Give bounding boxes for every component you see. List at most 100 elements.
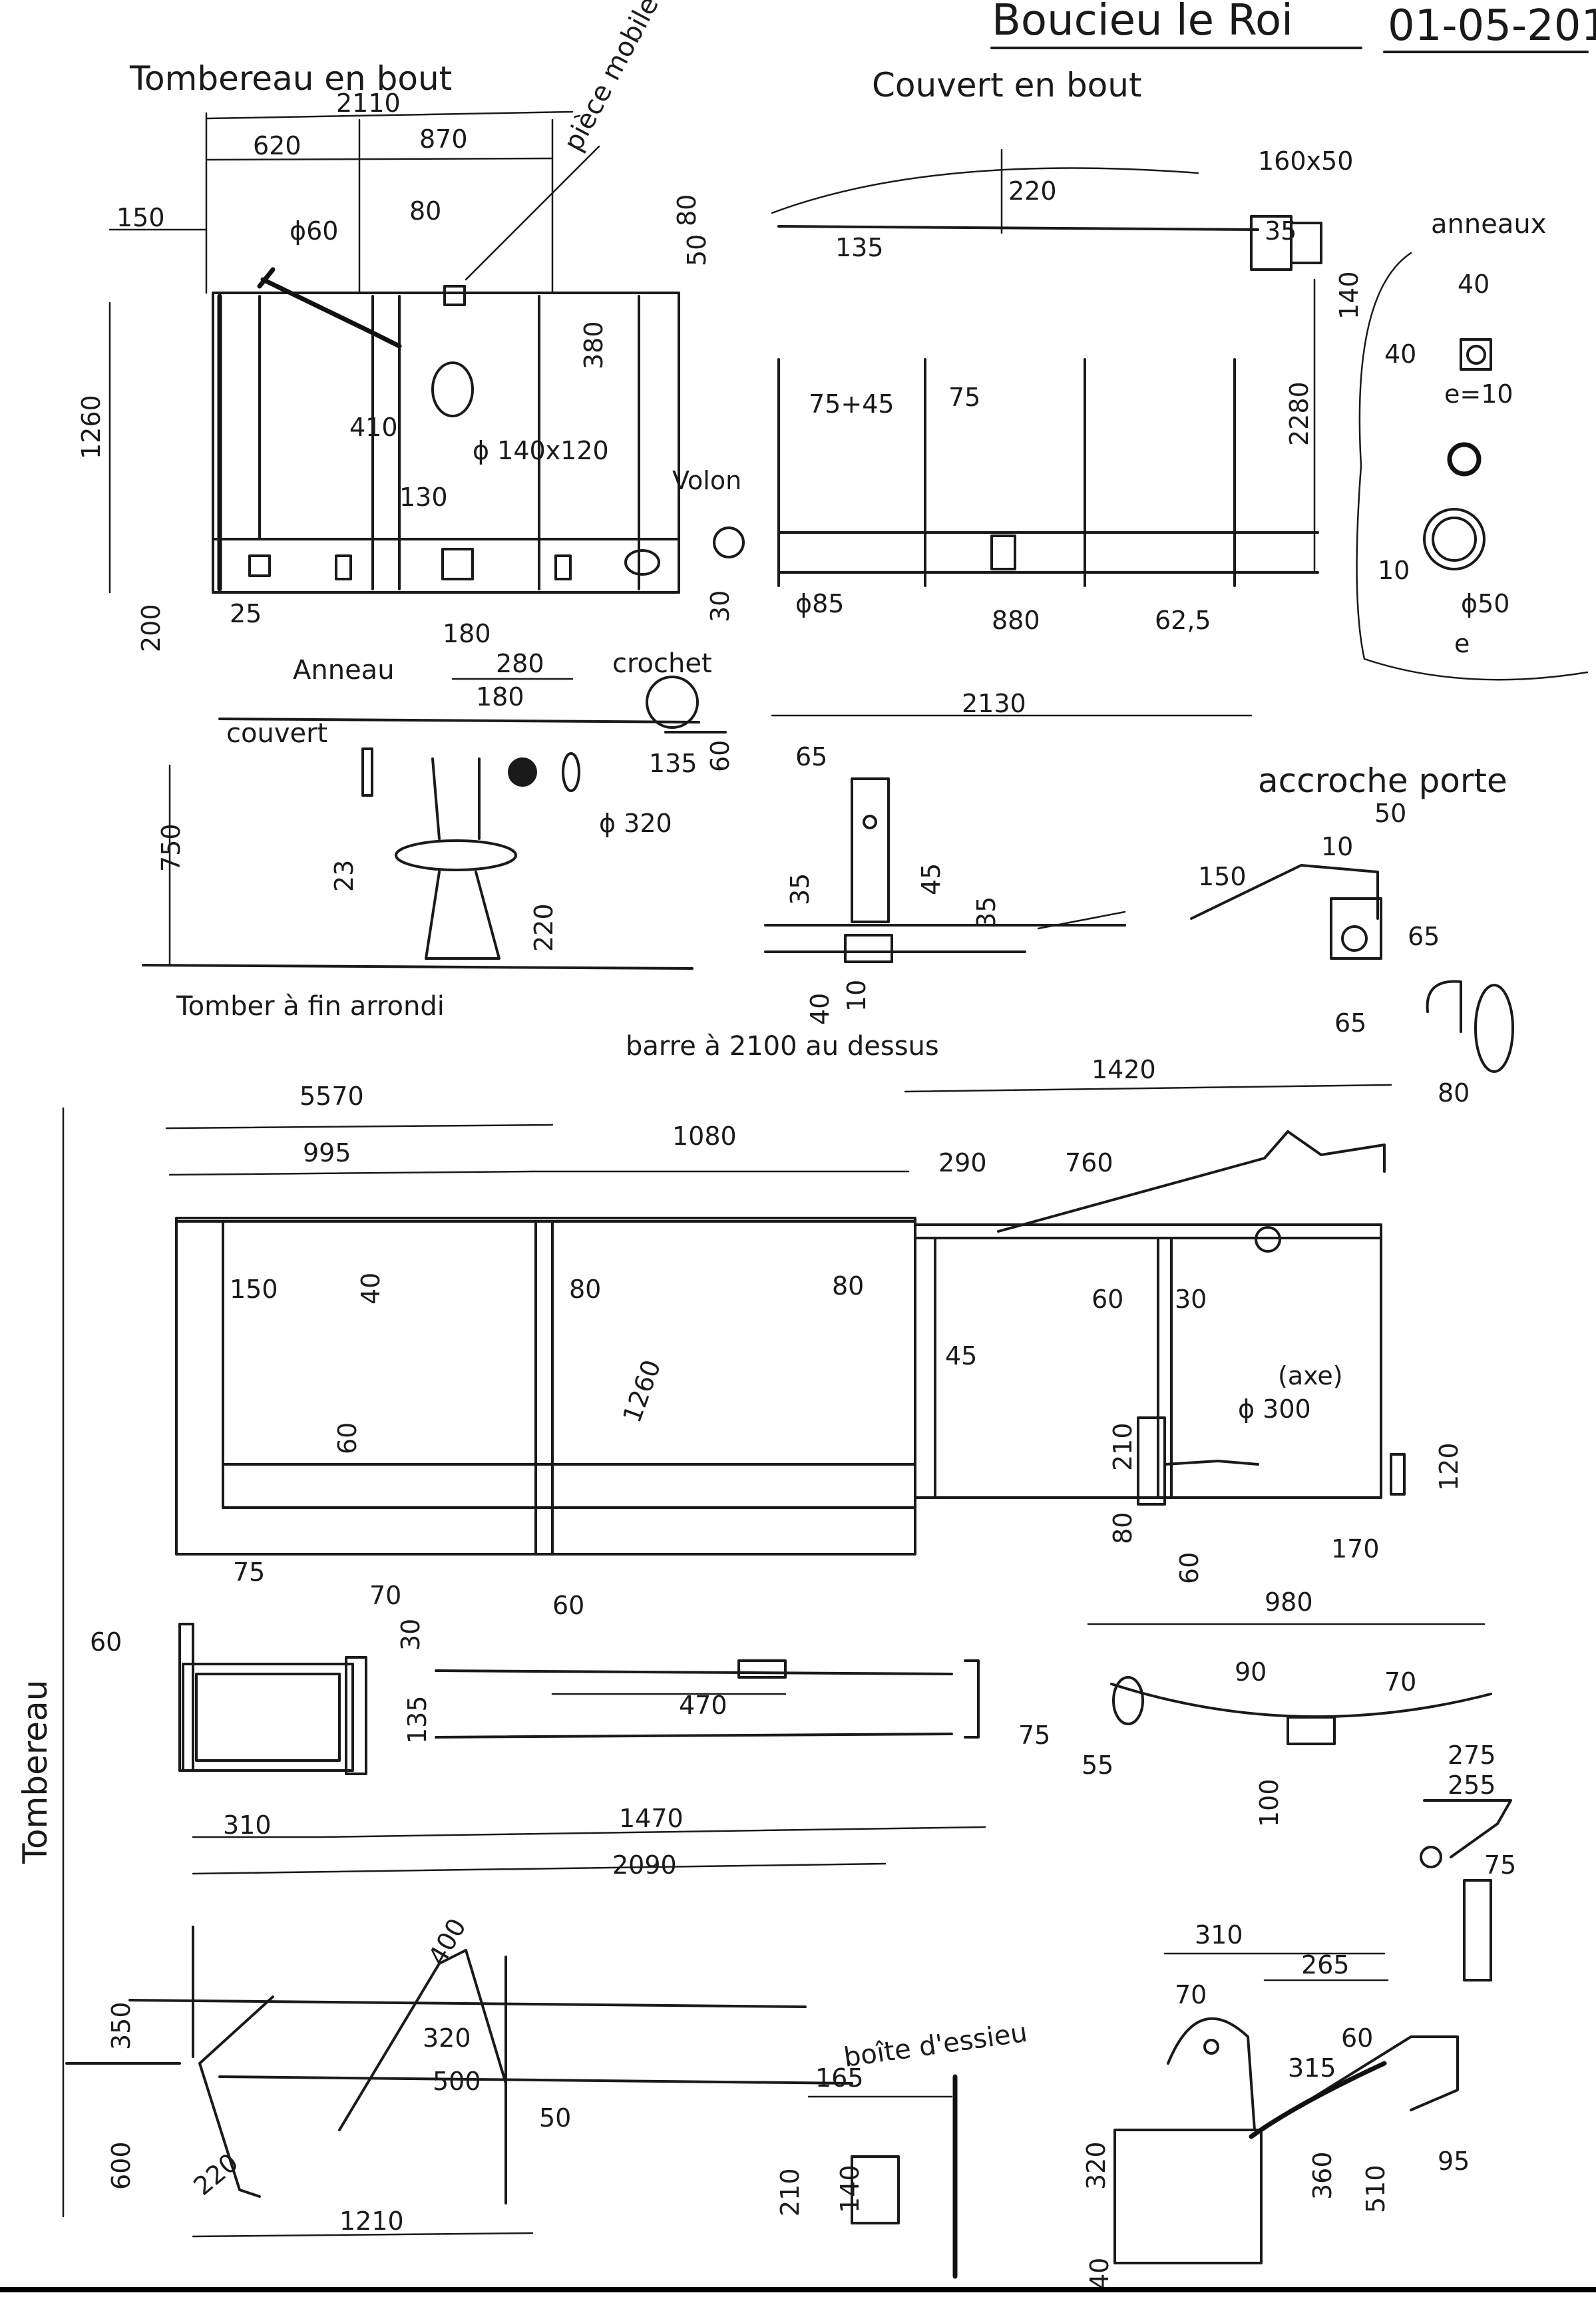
chassis-dim-1470: 1470	[619, 1804, 684, 1833]
crochet-circle	[646, 676, 699, 729]
side-dim-30: 30	[1175, 1285, 1207, 1314]
side-dim-1260: 1260	[617, 1356, 666, 1426]
side-dim-995: 995	[303, 1138, 351, 1167]
dim-870: 870	[419, 124, 468, 154]
br-dim-95: 95	[1438, 2147, 1470, 2176]
plateau-leg	[425, 871, 500, 960]
dim-2110: 2110	[336, 89, 401, 118]
side-dim-5570: 5570	[299, 1082, 364, 1111]
bl-dim-220: 220	[188, 2148, 244, 2201]
piece-mobile-label: pièce mobile de verrouillage	[558, 0, 763, 156]
section-title-tombereau-bout: Tombereau en bout	[129, 59, 452, 98]
roue-dim-980: 980	[1265, 1587, 1313, 1617]
dim-line-620-870	[205, 157, 554, 161]
br-frame	[1113, 2129, 1263, 2264]
ground-line	[142, 964, 694, 970]
roue-arc	[1110, 1683, 1492, 1719]
roue-dim-100: 100	[1255, 1778, 1284, 1827]
dim-80: 80	[409, 196, 441, 226]
side-dim-80a: 80	[569, 1275, 601, 1304]
sill-slot	[335, 554, 352, 580]
side-dim-40: 40	[356, 1273, 385, 1305]
side-phi300: ϕ 300	[1238, 1394, 1311, 1424]
chassis-dim-2090: 2090	[612, 1850, 677, 1880]
dim-line-2110	[205, 110, 574, 120]
anneau-scribble	[1447, 442, 1482, 477]
side-dim-60b: 60	[1092, 1285, 1123, 1314]
section-chassis-plan: 75 60 70 30 60 135 470 310 1470 2090	[90, 1558, 986, 1880]
dim-200: 200	[136, 604, 166, 652]
axle-line	[431, 757, 441, 840]
accroche-porte-plate	[1190, 864, 1379, 920]
chassis-dim-60: 60	[90, 1627, 122, 1657]
br-dim-510: 510	[1361, 2165, 1390, 2213]
sill-slot	[554, 554, 572, 580]
side-dim-290: 290	[938, 1148, 987, 1177]
hinge-dim-65: 65	[795, 742, 827, 771]
side-dim-120: 120	[1434, 1442, 1464, 1491]
dim-220: 220	[529, 903, 558, 952]
section-bottom-right: 310 265 70 60 315 320 360 510 95 40	[1082, 1920, 1470, 2290]
dim-phi320: ϕ 320	[599, 809, 672, 838]
plateau-disc	[395, 839, 517, 871]
dim-line-995	[168, 1170, 534, 1176]
anneau-label: Anneau	[293, 655, 395, 686]
anneau-ring-inner	[1432, 517, 1477, 562]
roue-dim-275: 275	[1448, 1741, 1496, 1770]
br-dim-315: 315	[1288, 2053, 1336, 2083]
chassis-dim-310: 310	[223, 1810, 272, 1840]
section-accroche-porte: accroche porte 50 10 150 65 65 80	[1190, 761, 1514, 1108]
chassis-dim-60b: 60	[552, 1591, 584, 1620]
dim-140: 140	[1334, 271, 1364, 319]
anneaux-e: e	[1454, 629, 1470, 658]
br-dim-40: 40	[1085, 2258, 1114, 2290]
anneaux-phi50: ϕ50	[1461, 589, 1509, 618]
sill-handle	[624, 549, 660, 576]
dim-25: 25	[230, 599, 262, 628]
hinge-dim-35a: 35	[785, 873, 815, 905]
bl-dim-600: 600	[106, 2141, 136, 2190]
boite-dim-140: 140	[835, 2165, 865, 2213]
side-dim-80c: 80	[1108, 1512, 1137, 1544]
chassis-end	[964, 1659, 980, 1739]
door-hinge	[1390, 1453, 1406, 1496]
dim-410: 410	[349, 413, 398, 442]
section-bottom-left: 400 350 320 500 50 600 220 1210	[65, 1914, 853, 2238]
anneaux-dim-10: 10	[1378, 556, 1410, 585]
dim-160x50: 160x50	[1258, 146, 1353, 176]
br-brace	[1260, 2035, 1459, 2131]
hinge-hole	[863, 815, 877, 829]
chassis-dim-70: 70	[369, 1581, 401, 1610]
accroche-dim-150: 150	[1198, 862, 1247, 891]
dim-140x120: ϕ 140x120	[473, 436, 609, 465]
lever-tip	[257, 267, 276, 289]
dim-80: 80	[672, 194, 701, 226]
br-dim-310: 310	[1195, 1920, 1243, 1950]
bl-dim-50: 50	[539, 2103, 571, 2133]
accroche-dim-10: 10	[1321, 832, 1353, 861]
tombereau-bout-sill	[212, 538, 680, 594]
dim-23: 23	[329, 860, 359, 892]
br-dim-360: 360	[1308, 2151, 1337, 2200]
dim-75-45: 75+45	[809, 389, 895, 419]
section-boite-essieu: boîte d'essieu 165 210 140	[775, 2017, 1029, 2279]
header-title: Boucieu le Roi	[992, 0, 1293, 45]
roue-dim-70: 70	[1384, 1667, 1416, 1697]
side-dim-80b: 80	[832, 1271, 864, 1301]
tombereau-side-frame	[175, 1217, 916, 1556]
dim-2130: 2130	[962, 689, 1026, 718]
chassis-dim-470: 470	[679, 1691, 727, 1720]
locking-lever	[260, 277, 402, 349]
tombereau-door-frame	[914, 1223, 1382, 1499]
br-dim-265: 265	[1301, 1950, 1350, 1980]
dim-62-5: 62,5	[1155, 606, 1211, 635]
chassis-dim-30: 30	[396, 1619, 425, 1651]
boite-essieu-title: boîte d'essieu	[842, 2017, 1029, 2073]
dim-150: 150	[116, 203, 165, 232]
br-dim-60: 60	[1341, 2023, 1373, 2053]
bl-dim-320: 320	[423, 2023, 471, 2053]
roue-dim-90: 90	[1235, 1657, 1267, 1687]
chassis-flange	[345, 1656, 367, 1775]
couvert-plate	[990, 534, 1016, 570]
